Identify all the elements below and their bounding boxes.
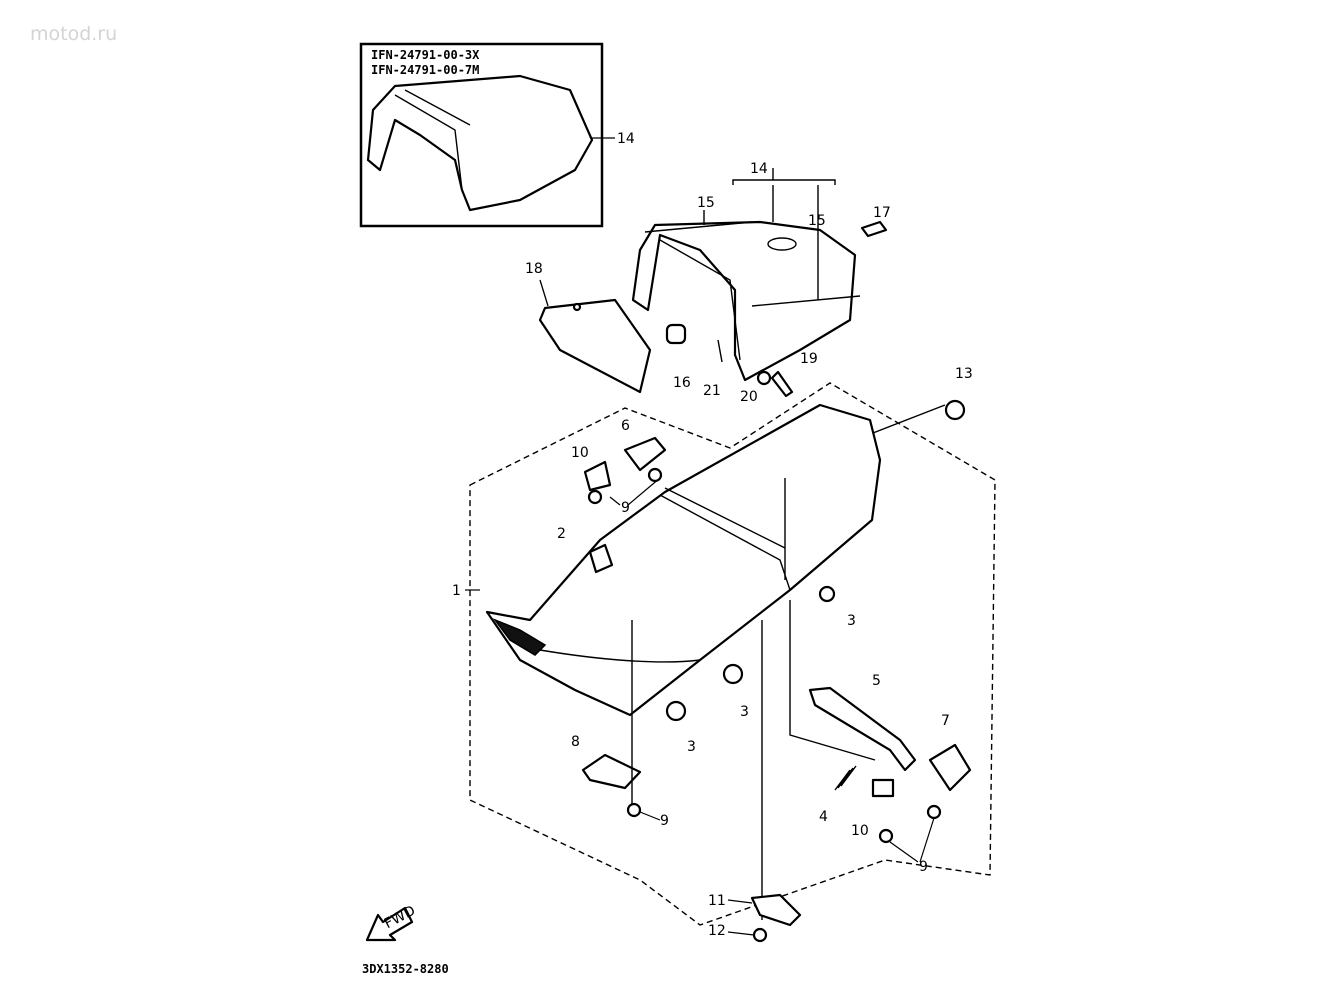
bracket-10 [583, 460, 612, 492]
assembly-outline [469, 382, 996, 926]
grommet-16 [665, 323, 687, 345]
callout: 3 [847, 613, 856, 629]
callout: 11 [708, 893, 726, 909]
callout: 9 [621, 500, 630, 516]
nut-13 [944, 399, 966, 421]
callout: 9 [919, 859, 928, 875]
inset-callout: 14 [617, 131, 635, 147]
grab-pad [538, 279, 652, 394]
spring-4 [834, 765, 857, 791]
callout: 4 [819, 809, 828, 825]
callout: 19 [800, 351, 818, 367]
callouts: 14 14 15 15 17 18 16 21 20 19 13 6 10 9 … [452, 131, 973, 939]
callout: 9 [660, 813, 669, 829]
callout: 5 [872, 673, 881, 689]
bracket-10b [871, 778, 895, 798]
callout: 15 [808, 213, 826, 229]
diagram-code: 3DX1352-8280 [362, 962, 449, 976]
callout: 3 [687, 739, 696, 755]
inset-box: IFN-24791-00-3X IFN-24791-00-7M [359, 42, 615, 228]
callout: 12 [708, 923, 726, 939]
callout: 16 [673, 375, 691, 391]
seat-cowl [631, 168, 861, 382]
watermark-layer: motod.ru [30, 23, 117, 45]
callout: 15 [697, 195, 715, 211]
callout: 8 [571, 734, 580, 750]
nut-12 [752, 927, 768, 943]
callout: 20 [740, 389, 758, 405]
callout: 2 [557, 526, 566, 542]
callout: 10 [571, 445, 589, 461]
inset-part-number-2: IFN-24791-00-7M [371, 63, 479, 77]
cap-17 [860, 220, 888, 238]
callout: 6 [621, 418, 630, 434]
pin-21 [717, 339, 723, 363]
callout: 21 [703, 383, 721, 399]
inset-seat-cowl [366, 74, 594, 212]
callout: 13 [955, 366, 973, 382]
inset-part-number-1: IFN-24791-00-3X [371, 48, 480, 62]
callout: 17 [873, 205, 891, 221]
bracket-7 [928, 743, 972, 792]
callout: 7 [941, 713, 950, 729]
callout: 3 [740, 704, 749, 720]
callout: 10 [851, 823, 869, 839]
callout: 18 [525, 261, 543, 277]
bracket-6 [623, 436, 667, 472]
seat [485, 403, 882, 920]
emblem-2 [588, 543, 614, 574]
callout: 1 [452, 583, 461, 599]
washer-20 [756, 370, 772, 386]
bolt-19 [770, 370, 794, 398]
watermark-text: motod.ru [30, 23, 117, 45]
lock-rod-5 [808, 686, 917, 772]
callout: 14 [750, 161, 768, 177]
forward-arrow: FWD [365, 903, 418, 942]
lock-11 [750, 893, 802, 927]
